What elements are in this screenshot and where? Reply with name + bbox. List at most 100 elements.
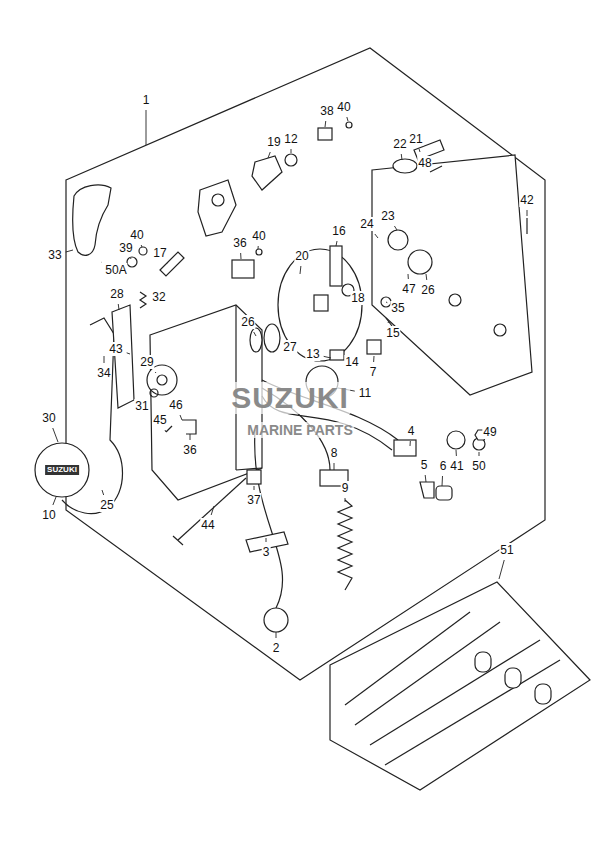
callout-number: 45 (152, 413, 167, 427)
leader-line (442, 476, 444, 486)
callout-number: 4 (407, 424, 416, 438)
assembly-boundary (66, 48, 545, 680)
switch-body (330, 350, 344, 360)
callout-number: 33 (47, 248, 62, 262)
leader-line (104, 356, 105, 363)
detent-hole (157, 375, 167, 385)
leader-line (408, 274, 409, 279)
callout-number: 18 (350, 291, 365, 305)
callout-number: 29 (139, 355, 154, 369)
switch (367, 340, 381, 354)
leader-line (268, 152, 270, 158)
connector (264, 608, 288, 632)
hole (212, 194, 224, 206)
leader-line (190, 434, 191, 440)
leader-line (166, 263, 168, 264)
callout-number: 43 (108, 342, 123, 356)
callout-number: 40 (251, 229, 266, 243)
washer (346, 122, 352, 128)
callout-number: 28 (109, 287, 124, 301)
callout-number: 37 (246, 493, 261, 507)
callout-number: 25 (99, 498, 114, 512)
leader-line (527, 210, 528, 216)
leader-line (53, 497, 56, 505)
callout-number: 9 (341, 481, 350, 495)
shaft (330, 246, 342, 286)
bolt (370, 640, 540, 745)
lanyard-coil (338, 500, 352, 590)
washer (447, 431, 465, 449)
spacer (475, 652, 491, 672)
leader-line (66, 250, 73, 252)
callout-number: 3 (262, 545, 271, 559)
callout-number: 51 (499, 543, 514, 557)
callout-number: 15 (385, 326, 400, 340)
callout-number: 36 (232, 236, 247, 250)
leader-line (373, 356, 374, 362)
screw (526, 218, 527, 234)
screw (386, 318, 392, 326)
callout-number: 22 (392, 137, 407, 151)
leader-line (101, 262, 102, 263)
leader-line (324, 356, 331, 358)
callout-number: 8 (330, 446, 339, 460)
bracket (232, 260, 254, 278)
callout-number: 21 (408, 132, 423, 146)
handle-grip (73, 185, 111, 255)
callout-number: 23 (380, 209, 395, 223)
leader-line (336, 241, 337, 246)
callout-number: 12 (283, 132, 298, 146)
harness (255, 430, 283, 608)
callout-number: 30 (41, 411, 56, 425)
leader-line (300, 266, 302, 274)
leader-line (419, 149, 421, 152)
callout-number: 26 (240, 315, 255, 329)
bolt (385, 660, 560, 765)
callout-number: 11 (358, 386, 372, 400)
seal (393, 159, 417, 173)
callout-number: 26 (420, 283, 435, 297)
leader-line (401, 154, 403, 160)
callout-number: 7 (369, 365, 378, 379)
leader-line (266, 538, 267, 542)
callout-number: 35 (390, 301, 405, 315)
leader-line (146, 110, 147, 145)
ring (150, 389, 158, 397)
key-switch (394, 440, 416, 456)
leader-line (130, 258, 131, 259)
leader-line (499, 560, 504, 579)
cover-hole (408, 250, 432, 274)
watermark: MARINE PARTS (246, 422, 354, 438)
callout-number: 6 (439, 459, 448, 473)
callout-number: 2 (272, 641, 281, 655)
cover-hole (494, 324, 506, 336)
leader-line (426, 274, 428, 280)
washer (139, 247, 147, 255)
bracket (182, 420, 196, 434)
bolt-head (173, 536, 183, 545)
washer (256, 249, 262, 255)
callout-number: 27 (282, 340, 297, 354)
callout-number: 19 (266, 135, 281, 149)
spacer (535, 684, 551, 704)
leader-line (254, 332, 256, 336)
key-cap (436, 486, 452, 500)
key (420, 482, 434, 498)
callout-number: 49 (482, 425, 497, 439)
leader-line (388, 322, 389, 323)
callout-number: 42 (519, 193, 534, 207)
clip (318, 128, 332, 140)
callout-number: 1 (142, 93, 151, 107)
leader-line (53, 428, 58, 442)
callout-number: 39 (118, 241, 133, 255)
callout-number: 46 (168, 398, 183, 412)
washer (127, 257, 137, 267)
leader-line (102, 490, 104, 495)
bolt (345, 612, 470, 705)
callout-number: 14 (344, 355, 359, 369)
leader-line (394, 226, 397, 230)
leader-line (165, 430, 166, 432)
callout-number: 20 (294, 249, 309, 263)
lever-cap (35, 443, 89, 497)
